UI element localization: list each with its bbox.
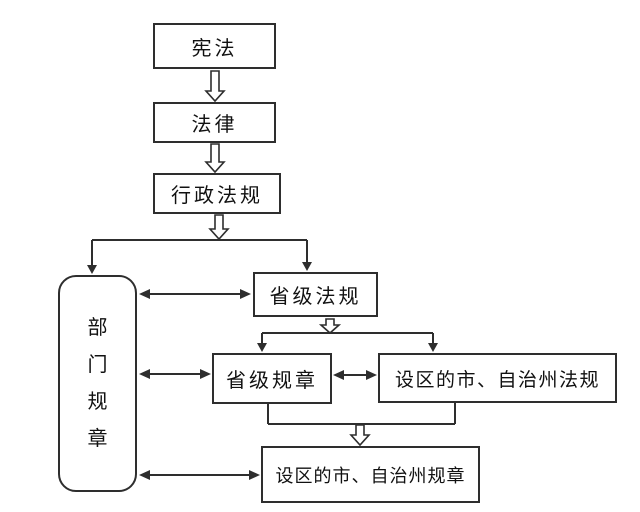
double-arrow-dept-rules-provincial-rules	[139, 369, 211, 379]
node-department-rules-label: 部门规章	[87, 316, 108, 450]
double-arrow-provincial-rules-city-regulations	[333, 370, 377, 380]
node-constitution-label: 宪法	[191, 37, 238, 60]
node-constitution: 宪法	[153, 23, 276, 69]
node-city-prefecture-regulations-label: 设区的市、自治州法规	[394, 369, 600, 391]
node-admin-regulations-label: 行政法规	[171, 185, 263, 207]
node-provincial-regulations-label: 省级法规	[269, 286, 362, 308]
hollow-arrow-admin-regulations-to-branch	[208, 214, 230, 241]
double-arrow-dept-rules-provincial-regulations	[139, 289, 251, 299]
node-law-label: 法律	[191, 114, 238, 136]
node-city-prefecture-rules-label: 设区的市、自治州规章	[275, 465, 466, 486]
hollow-arrow-constitution-to-law	[204, 70, 226, 103]
node-admin-regulations: 行政法规	[153, 173, 281, 214]
node-provincial-rules-label: 省级规章	[226, 370, 318, 392]
hollow-arrow-merge-to-city-prefecture-rules	[349, 424, 371, 447]
node-provincial-regulations: 省级法规	[253, 272, 378, 317]
node-provincial-rules: 省级规章	[212, 353, 332, 404]
hollow-arrow-law-to-admin-regulations	[204, 143, 226, 174]
branch-admin-to-dept-and-provincial	[87, 239, 312, 274]
hollow-arrow-provincial-regulations-to-branch	[318, 318, 342, 335]
merge-lines-to-city-prefecture-rules	[267, 403, 456, 425]
node-department-rules: 部门规章	[58, 275, 137, 492]
branch-provincial-to-rules-and-city	[257, 332, 438, 352]
node-city-prefecture-rules: 设区的市、自治州规章	[261, 446, 480, 503]
node-city-prefecture-regulations: 设区的市、自治州法规	[378, 353, 617, 403]
node-law: 法律	[153, 102, 276, 143]
double-arrow-dept-rules-city-prefecture-rules	[139, 470, 260, 480]
